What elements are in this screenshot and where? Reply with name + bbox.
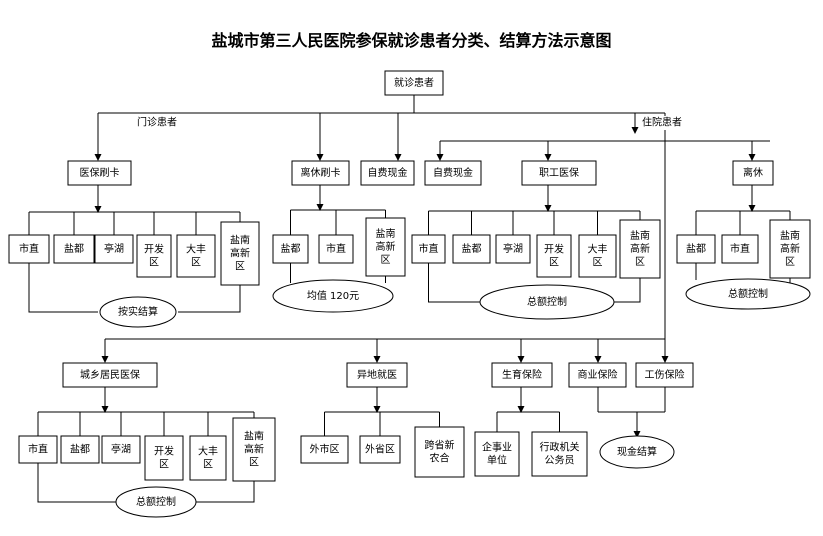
g1-box-3-label: 开发区 (144, 242, 164, 268)
g5-box-4: 大丰区 (189, 435, 227, 481)
node-retired: 离休 (732, 160, 774, 186)
g4-box-2: 盐南高新区 (769, 219, 811, 279)
node-lx-card: 离休刷卡 (291, 160, 350, 186)
label-inpatient: 住院患者 (642, 116, 682, 129)
g5-box-5-label: 盐南高新区 (244, 429, 264, 468)
g6-box-1-label: 外省区 (365, 442, 395, 455)
g3-box-4-label: 大丰区 (588, 242, 608, 268)
g5-box-3-label: 开发区 (154, 444, 174, 470)
node-maternity: 生育保险 (491, 362, 553, 388)
g7-box-0-label: 企事业单位 (482, 440, 512, 466)
g5-box-2: 亭湖 (101, 435, 141, 464)
ellipse-e6: 现金结算 (599, 435, 675, 469)
node-yb-card-label: 医保刷卡 (80, 166, 120, 179)
node-self-pay-2-label: 自费现金 (433, 166, 473, 179)
ellipse-e3-label: 总额控制 (527, 295, 567, 308)
node-root: 就诊患者 (384, 70, 444, 96)
ellipse-e3: 总额控制 (479, 284, 615, 320)
g6-box-2: 跨省新农合 (414, 426, 465, 478)
g5-box-0: 市直 (18, 435, 58, 464)
ellipse-e2-label: 均值 120元 (307, 289, 359, 302)
node-offsite: 异地就医 (346, 362, 408, 388)
g3-box-3-label: 开发区 (544, 242, 564, 268)
g2-box-2: 盐南高新区 (365, 217, 406, 277)
g6-box-2-label: 跨省新农合 (425, 438, 455, 464)
g3-box-5-label: 盐南高新区 (630, 229, 650, 268)
node-self-pay-2: 自费现金 (424, 160, 482, 186)
g5-box-2-label: 亭湖 (111, 442, 131, 455)
label-outpatient: 门诊患者 (137, 116, 177, 129)
g2-box-1-label: 市直 (326, 242, 346, 255)
g5-box-3: 开发区 (144, 435, 184, 481)
g3-box-1-label: 盐都 (462, 242, 482, 255)
node-self-pay-1-label: 自费现金 (368, 166, 408, 179)
node-staff-label: 职工医保 (539, 166, 579, 179)
g4-box-2-label: 盐南高新区 (780, 229, 800, 268)
g1-box-5-label: 盐南高新区 (230, 233, 250, 272)
g1-box-2-label: 亭湖 (104, 242, 124, 255)
ellipse-e1-label: 按实结算 (118, 305, 158, 318)
g5-box-1-label: 盐都 (70, 442, 90, 455)
g7-box-0: 企事业单位 (474, 431, 520, 477)
g1-box-4: 大丰区 (176, 234, 216, 278)
g4-box-0: 盐都 (676, 234, 716, 264)
node-self-pay-1: 自费现金 (360, 160, 415, 186)
g5-box-5: 盐南高新区 (232, 417, 276, 482)
node-maternity-label: 生育保险 (502, 368, 542, 381)
ellipse-e4: 总额控制 (685, 278, 811, 310)
node-root-label: 就诊患者 (394, 76, 434, 89)
node-staff: 职工医保 (521, 160, 597, 186)
g3-box-2: 亭湖 (495, 234, 531, 264)
g2-box-0-label: 盐都 (281, 242, 301, 255)
g1-box-1-label: 盐都 (64, 242, 84, 255)
node-offsite-label: 异地就医 (357, 368, 397, 381)
node-commercial-label: 商业保险 (578, 368, 618, 381)
g6-box-0: 外市区 (300, 435, 349, 464)
g3-box-0-label: 市直 (419, 242, 439, 255)
g4-box-1-label: 市直 (730, 242, 750, 255)
g1-box-1: 盐都 (53, 234, 95, 264)
g4-box-0-label: 盐都 (686, 242, 706, 255)
g1-box-0-label: 市直 (19, 242, 39, 255)
g2-box-1: 市直 (318, 234, 354, 264)
g7-box-1: 行政机关公务员 (531, 431, 588, 477)
node-injury-label: 工伤保险 (645, 368, 685, 381)
g6-box-1: 外省区 (359, 435, 401, 464)
ellipse-e1: 按实结算 (99, 296, 177, 328)
g1-box-4-label: 大丰区 (186, 242, 206, 268)
g2-box-0: 盐都 (272, 234, 309, 264)
g3-box-1: 盐都 (452, 234, 491, 264)
g1-box-2: 亭湖 (94, 234, 134, 264)
node-injury: 工伤保险 (635, 362, 694, 388)
g3-box-5: 盐南高新区 (619, 219, 661, 279)
ellipse-e5: 总额控制 (115, 486, 197, 518)
g5-box-0-label: 市直 (28, 442, 48, 455)
ellipse-e4-label: 总额控制 (728, 287, 768, 300)
g3-box-0: 市直 (411, 234, 446, 264)
g1-box-5: 盐南高新区 (220, 221, 260, 286)
g6-box-0-label: 外市区 (310, 442, 340, 455)
node-urban-rural-label: 城乡居民医保 (80, 368, 140, 381)
node-retired-label: 离休 (743, 166, 763, 179)
ellipse-e5-label: 总额控制 (136, 495, 176, 508)
node-yb-card: 医保刷卡 (67, 160, 132, 186)
ellipse-e6-label: 现金结算 (617, 445, 657, 458)
g1-box-3: 开发区 (136, 234, 172, 278)
g3-box-4: 大丰区 (578, 234, 617, 278)
g2-box-2-label: 盐南高新区 (376, 227, 396, 266)
page-title: 盐城市第三人民医院参保就诊患者分类、结算方法示意图 (211, 31, 612, 50)
g7-box-1-label: 行政机关公务员 (540, 440, 580, 466)
node-commercial: 商业保险 (568, 362, 627, 388)
g3-box-3: 开发区 (536, 234, 572, 278)
g5-box-4-label: 大丰区 (198, 444, 218, 470)
ellipse-e2: 均值 120元 (272, 279, 394, 313)
g5-box-1: 盐都 (60, 435, 100, 464)
g4-box-1: 市直 (721, 234, 759, 264)
node-urban-rural: 城乡居民医保 (62, 362, 158, 388)
node-lx-card-label: 离休刷卡 (301, 166, 341, 179)
g1-box-0: 市直 (8, 234, 50, 264)
g3-box-2-label: 亭湖 (503, 242, 523, 255)
